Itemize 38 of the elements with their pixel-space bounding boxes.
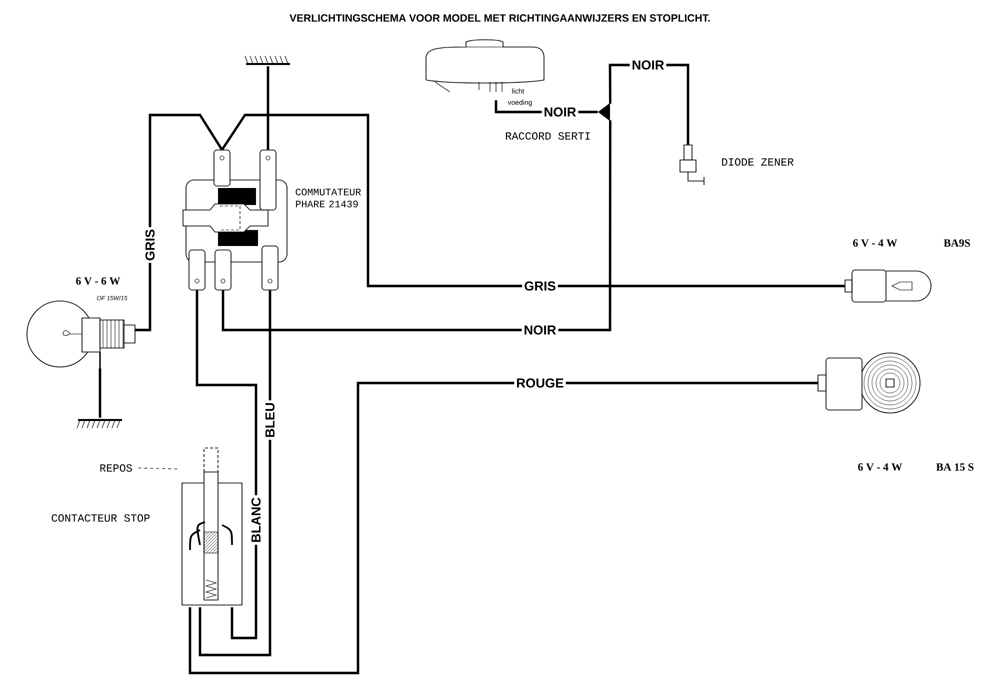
wire	[222, 120, 612, 332]
component-label: BA 15 S	[936, 463, 974, 471]
wire-label: GRIS	[522, 279, 558, 293]
component-label: 6 V - 4 W	[858, 463, 902, 471]
wire	[198, 290, 272, 656]
stop-switch-drawing	[182, 448, 242, 606]
zener-diode-drawing	[680, 144, 704, 186]
ground-symbol-drawing	[244, 56, 290, 65]
component-label: 6 V - 4 W	[853, 239, 898, 247]
wire	[196, 290, 258, 640]
wire-label: NOIR	[542, 105, 578, 119]
wire	[221, 114, 845, 288]
component-label: COMMUTATEUR PHARE 21439	[296, 188, 361, 208]
leader-label: REPOS	[100, 464, 132, 472]
title: VERLICHTINGSCHEMA VOOR MODEL MET RICHTINGAANWIJZERS EN STOPLICHT.	[290, 14, 710, 22]
wire-label: ROUGE	[514, 376, 566, 390]
component-label: 6 V - 6 W	[76, 277, 120, 285]
wire	[188, 382, 818, 674]
headlamp-bulb-drawing	[26, 300, 136, 368]
wire-label: BLANC	[249, 495, 263, 545]
wire-label: BLEU	[263, 400, 277, 440]
stop-switch-drawing	[189, 521, 233, 598]
wire-label: NOIR	[630, 58, 666, 72]
crimp-connector-drawing	[598, 103, 610, 121]
tail-bulb-drawing	[844, 270, 932, 302]
light-switch-drawing	[182, 150, 288, 290]
wire	[98, 368, 102, 418]
component-label: DIODE ZENER	[722, 158, 794, 166]
ground-symbol-drawing	[76, 419, 122, 428]
component-label: RACCORD SERTI	[506, 132, 590, 140]
component-label: CONTACTEUR STOP	[52, 514, 150, 522]
wire	[266, 66, 270, 150]
component-label: BA9S	[944, 239, 970, 247]
wire-label: NOIR	[522, 323, 558, 337]
generator-drawing	[426, 39, 544, 92]
stop-bulb-drawing	[818, 352, 920, 414]
wire-label: GRIS	[143, 227, 157, 263]
wire	[135, 114, 224, 332]
